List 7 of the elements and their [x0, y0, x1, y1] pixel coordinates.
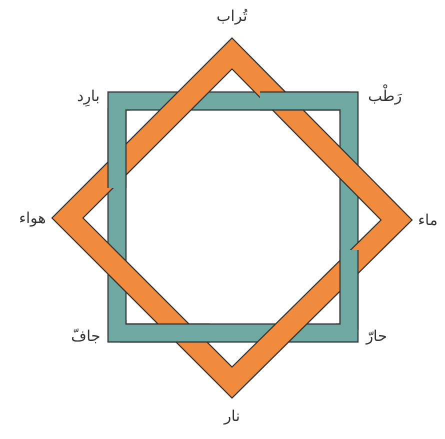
corner-label: ماء [418, 211, 438, 229]
corner-label: جافّ [71, 327, 100, 345]
corner-label: هواء [19, 209, 46, 227]
corner-label: تُراب [216, 7, 248, 25]
corner-label: بارِد [77, 87, 100, 105]
corner-label: حارّ [366, 327, 388, 345]
corner-label: نار [224, 407, 240, 425]
